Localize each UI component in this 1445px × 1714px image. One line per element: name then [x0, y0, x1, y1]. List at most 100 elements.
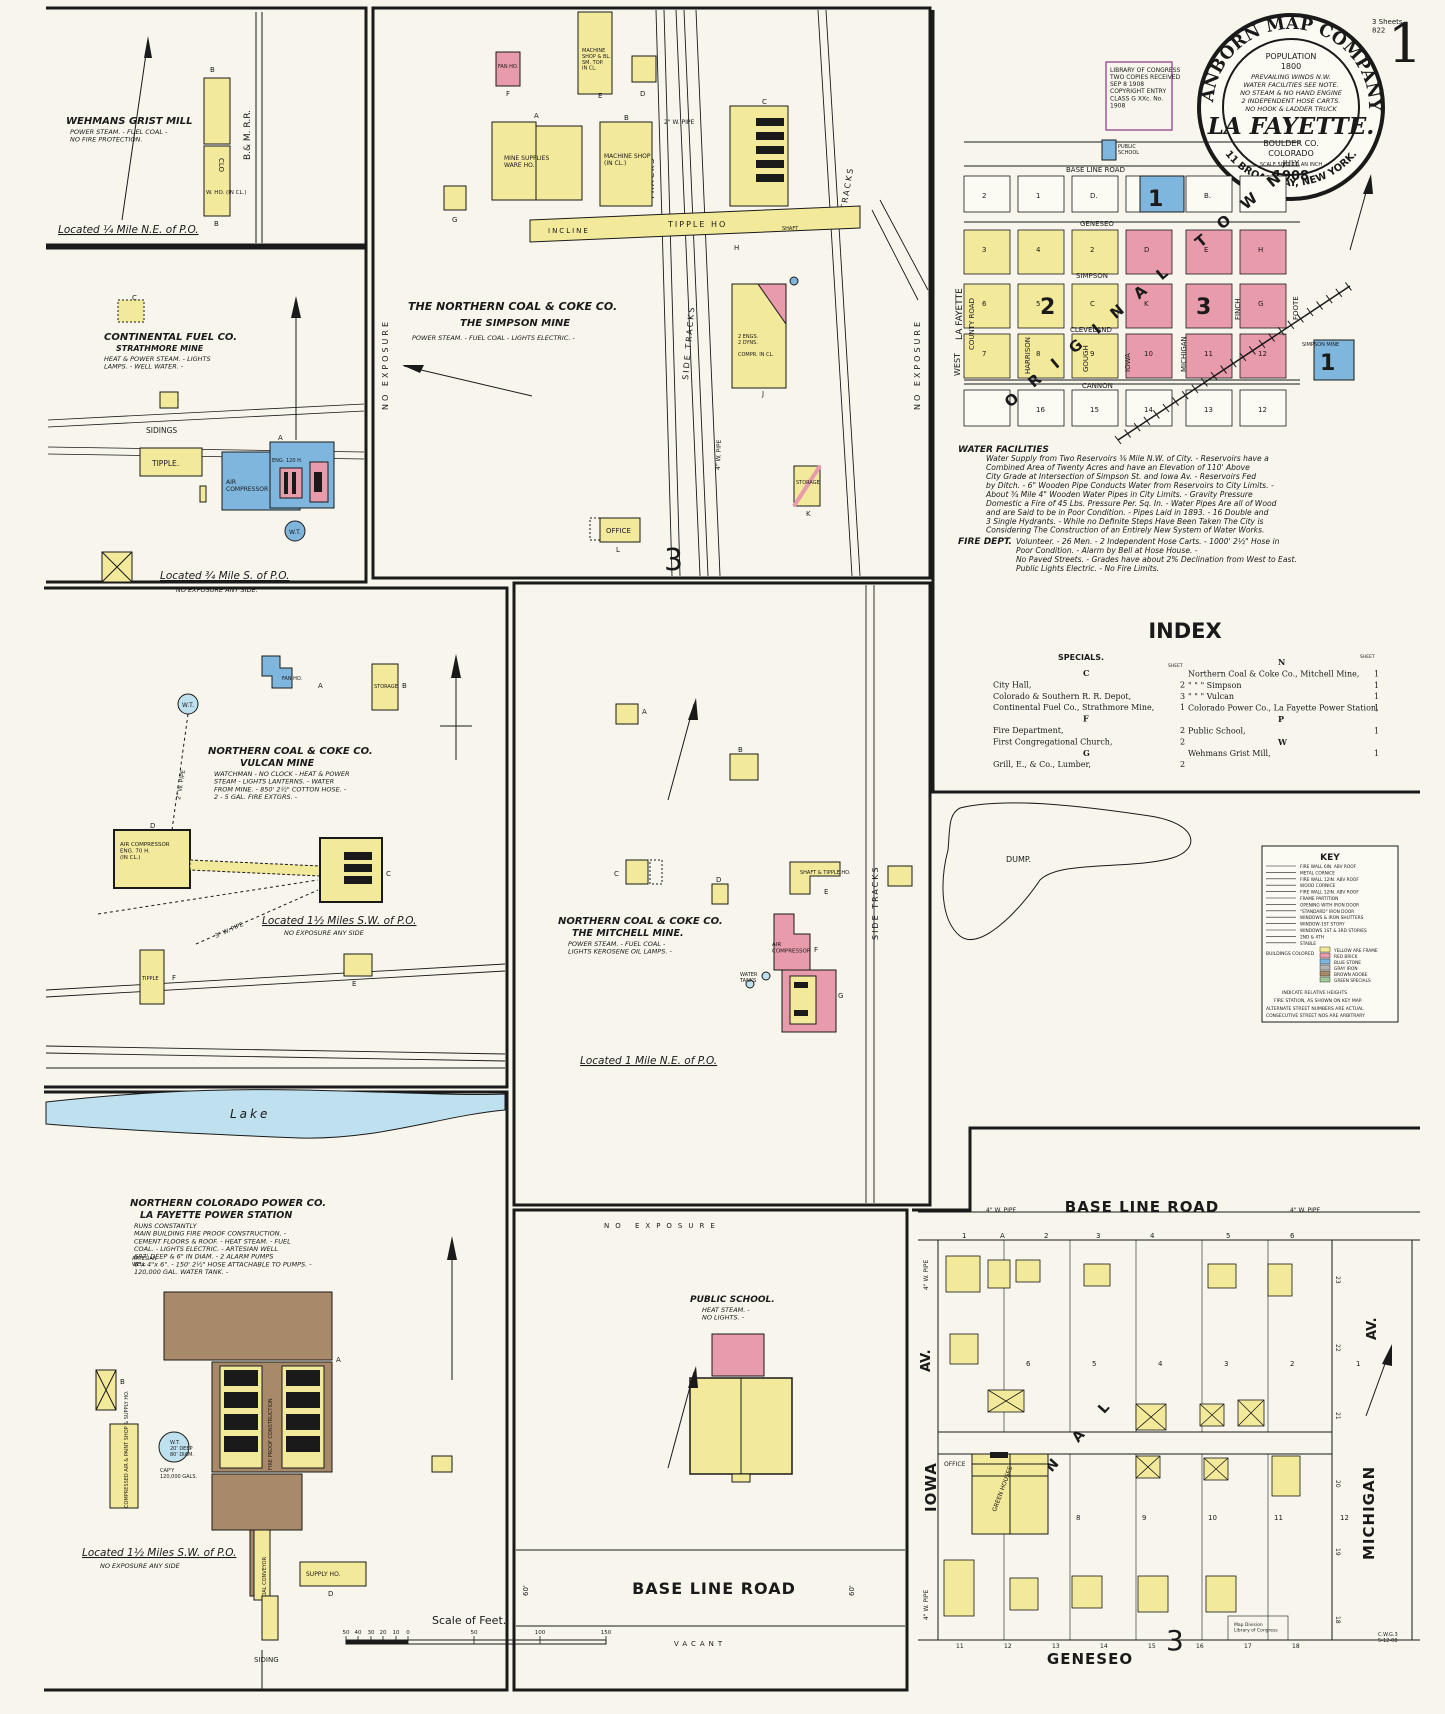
simpson-fan: FAN HO.	[498, 64, 519, 70]
km-block-label: 9	[1090, 350, 1094, 358]
key-line-label: STABLE	[1300, 941, 1316, 947]
mitchell-letter-c: C	[614, 870, 619, 878]
wehmans-bldg-who: W. HO. (IN CL.)	[206, 190, 246, 196]
vulcan-wt: W.T.	[182, 702, 194, 709]
km-block	[963, 389, 1011, 427]
seal-line-2: WATER FACILITIES SEE NOTE.	[1243, 81, 1338, 89]
panel-power-station: FIRE PROOF CONSTRUCTION COAL CONVEYOR SI…	[82, 1198, 457, 1690]
km-block	[1239, 175, 1287, 213]
km-street-simpson: SIMPSON	[1076, 272, 1108, 280]
km-block-label: 5	[1036, 300, 1040, 308]
index-sheet-hdr-left: SHEET	[1168, 663, 1183, 669]
town-lot-number: 2	[1290, 1360, 1294, 1368]
km-block	[963, 175, 1011, 213]
town-base-line: BASE LINE ROAD	[1065, 1198, 1219, 1216]
km-block-label: 3	[982, 246, 986, 254]
key-line-label: FIRE WALL 12IN. ABV ROOF	[1300, 877, 1359, 883]
km-block-label: 16	[1036, 406, 1045, 414]
km-av-foote: FOOTE	[1292, 296, 1300, 320]
km-block	[1239, 229, 1287, 275]
town-pipe-side-b: 4" W. PIPE	[923, 1589, 930, 1620]
continental-tipple: TIPPLE.	[151, 459, 179, 468]
vulcan-fan: FAN HO.	[282, 676, 303, 682]
water-facilities-note: WATER FACILITIES Water Supply from Two R…	[958, 445, 1297, 573]
town-building-stable	[1199, 1403, 1225, 1427]
km-rail-tick	[1239, 352, 1247, 362]
seal-state: COLORADO	[1268, 149, 1314, 158]
km-block-label: C	[1090, 300, 1095, 308]
town-lot-number: 19	[1334, 1548, 1341, 1556]
town-building	[1207, 1263, 1237, 1289]
town-sheet-ref: 3	[1166, 1624, 1184, 1657]
town-building	[1205, 1575, 1237, 1613]
fire-dept-title: FIRE DEPT.	[958, 537, 1012, 547]
seal-population: 1800	[1281, 62, 1301, 71]
index-letter: N	[1278, 657, 1285, 667]
km-block-label: G	[1258, 300, 1263, 308]
town-lot-number: 9	[1142, 1514, 1146, 1522]
km-block-label: 1	[1036, 192, 1040, 200]
town-geneseo: GENESEO	[1047, 1650, 1133, 1668]
km-rail-tick	[1114, 435, 1122, 445]
index-entry-sheet: 1	[1374, 681, 1379, 690]
simpson-title: THE NORTHERN COAL & COKE CO.	[408, 300, 617, 313]
vulcan-letter-b: B	[402, 682, 407, 690]
simpson-subtitle: THE SIMPSON MINE	[460, 318, 570, 329]
power-letter-b: B	[120, 1378, 125, 1386]
km-block	[963, 333, 1011, 379]
town-lot-number: 13	[1052, 1643, 1060, 1650]
km-block	[1125, 333, 1173, 379]
km-block-label: E	[1204, 246, 1208, 254]
water-facilities-text: Water Supply from Two Reservoirs ⅜ Mile …	[985, 454, 1277, 535]
town-lot-number: 11	[1274, 1514, 1283, 1522]
vulcan-exposure: NO EXPOSURE ANY SIDE	[284, 929, 365, 937]
key-fire-station: FIRE STATION, AS SHOWN ON KEY MAP.	[1274, 998, 1362, 1004]
town-lot-number: 21	[1334, 1412, 1341, 1420]
town-building-stable	[987, 1389, 1025, 1413]
simpson-note: POWER STEAM. - FUEL COAL - LIGHTS ELECTR…	[412, 334, 576, 342]
km-block	[1017, 229, 1065, 275]
km-av-lafayette: LA FAYETTE	[955, 288, 965, 340]
water-facilities-title: WATER FACILITIES	[958, 445, 1049, 455]
km-block-label: 2	[982, 192, 986, 200]
km-block-label: 8	[1036, 350, 1040, 358]
km-rail-tick	[1124, 429, 1131, 438]
key-line-label: FIRE WALL 6IN. ABV ROOF	[1300, 864, 1357, 870]
power-subtitle: LA FAYETTE POWER STATION	[140, 1210, 292, 1221]
km-rail-tick	[1325, 294, 1333, 304]
school-dist-left: 60'	[522, 1585, 530, 1596]
key-color-swatch	[1319, 952, 1331, 959]
key-alt-1: ALTERNATE STREET NUMBERS ARE ACTUAL	[1266, 1006, 1364, 1012]
index-letter: F	[1083, 714, 1089, 724]
index-letter: C	[1083, 668, 1089, 678]
km-block	[963, 229, 1011, 275]
vulcan-subtitle: VULCAN MINE	[240, 758, 315, 769]
km-rail-tick	[1345, 282, 1352, 291]
index-letter: W	[1277, 737, 1288, 747]
km-av-west: WEST	[953, 353, 962, 376]
index-title: INDEX	[1148, 619, 1221, 643]
km-block	[1071, 333, 1119, 379]
scale-tick-label: 30	[368, 1630, 375, 1636]
key-color-label: YELLOW ARE FRAME	[1333, 948, 1378, 954]
town-pipe-side-a: 4" W. PIPE	[923, 1259, 930, 1290]
town-lot-number: 18	[1334, 1616, 1341, 1624]
simpson-side-tracks-label: SIDE TRACKS	[681, 305, 696, 380]
key-color-label: BROWN ADOBE	[1334, 972, 1368, 978]
town-lot-number: 6	[1290, 1232, 1295, 1240]
town-lot-number: 12	[1340, 1514, 1349, 1522]
km-block-label: 12	[1258, 406, 1267, 414]
school-vacant: VACANT	[674, 1640, 726, 1648]
index-entry-name: Colorado Power Co., La Fayette Power Sta…	[1188, 704, 1379, 713]
index-entry-name: First Congregational Church,	[993, 737, 1113, 746]
town-lot-number: 4	[1158, 1360, 1163, 1368]
